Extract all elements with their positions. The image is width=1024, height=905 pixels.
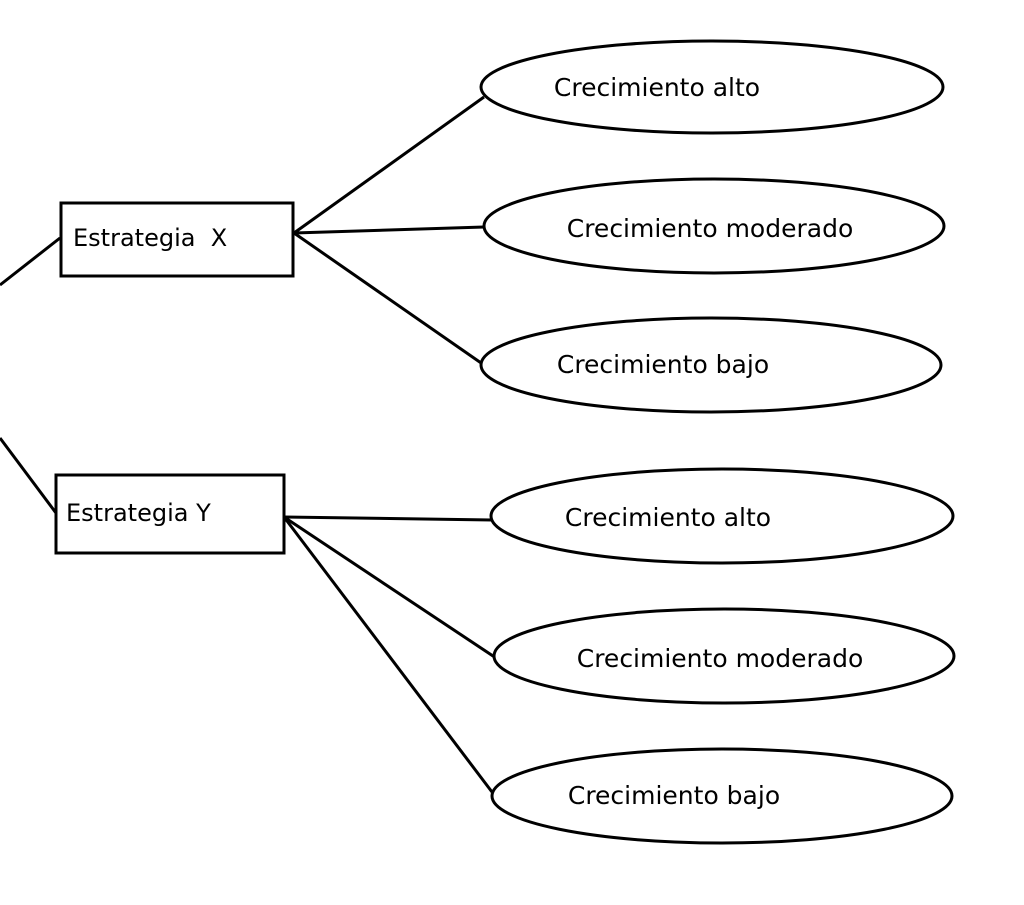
outcome-label: Crecimiento moderado <box>577 644 864 673</box>
strategy-y-edge-high <box>283 515 493 522</box>
outcome-label: Crecimiento moderado <box>567 214 854 243</box>
outcome-label: Crecimiento bajo <box>568 781 780 810</box>
strategy-x-outcome-low: Crecimiento bajo <box>479 316 943 414</box>
strategy-x-outcome-moderate: Crecimiento moderado <box>482 177 946 275</box>
outcome-label: Crecimiento alto <box>565 503 771 532</box>
root-edge-to-strategy-y <box>0 437 58 514</box>
strategy-x-node: Estrategia X <box>59 201 295 278</box>
strategy-x-label: Estrategia X <box>73 224 227 252</box>
strategy-y-label: Estrategia Y <box>66 499 211 527</box>
strategy-x-outcome-high: Crecimiento alto <box>479 39 945 135</box>
strategy-y-outcome-high: Crecimiento alto <box>489 467 955 565</box>
strategy-y-outcome-moderate: Crecimiento moderado <box>492 607 956 705</box>
strategy-y-node: Estrategia Y <box>54 473 286 555</box>
strategy-x-edge-high <box>293 95 485 235</box>
strategy-y-edge-moderate <box>283 515 497 660</box>
outcome-label: Crecimiento bajo <box>557 350 769 379</box>
root-edge-to-strategy-x <box>0 236 61 287</box>
strategy-x-edge-low <box>293 231 485 367</box>
strategy-y-outcome-low: Crecimiento bajo <box>490 747 954 845</box>
strategy-x-edge-moderate <box>293 225 485 235</box>
outcome-label: Crecimiento alto <box>554 73 760 102</box>
strategy-y-edge-low <box>282 516 494 793</box>
